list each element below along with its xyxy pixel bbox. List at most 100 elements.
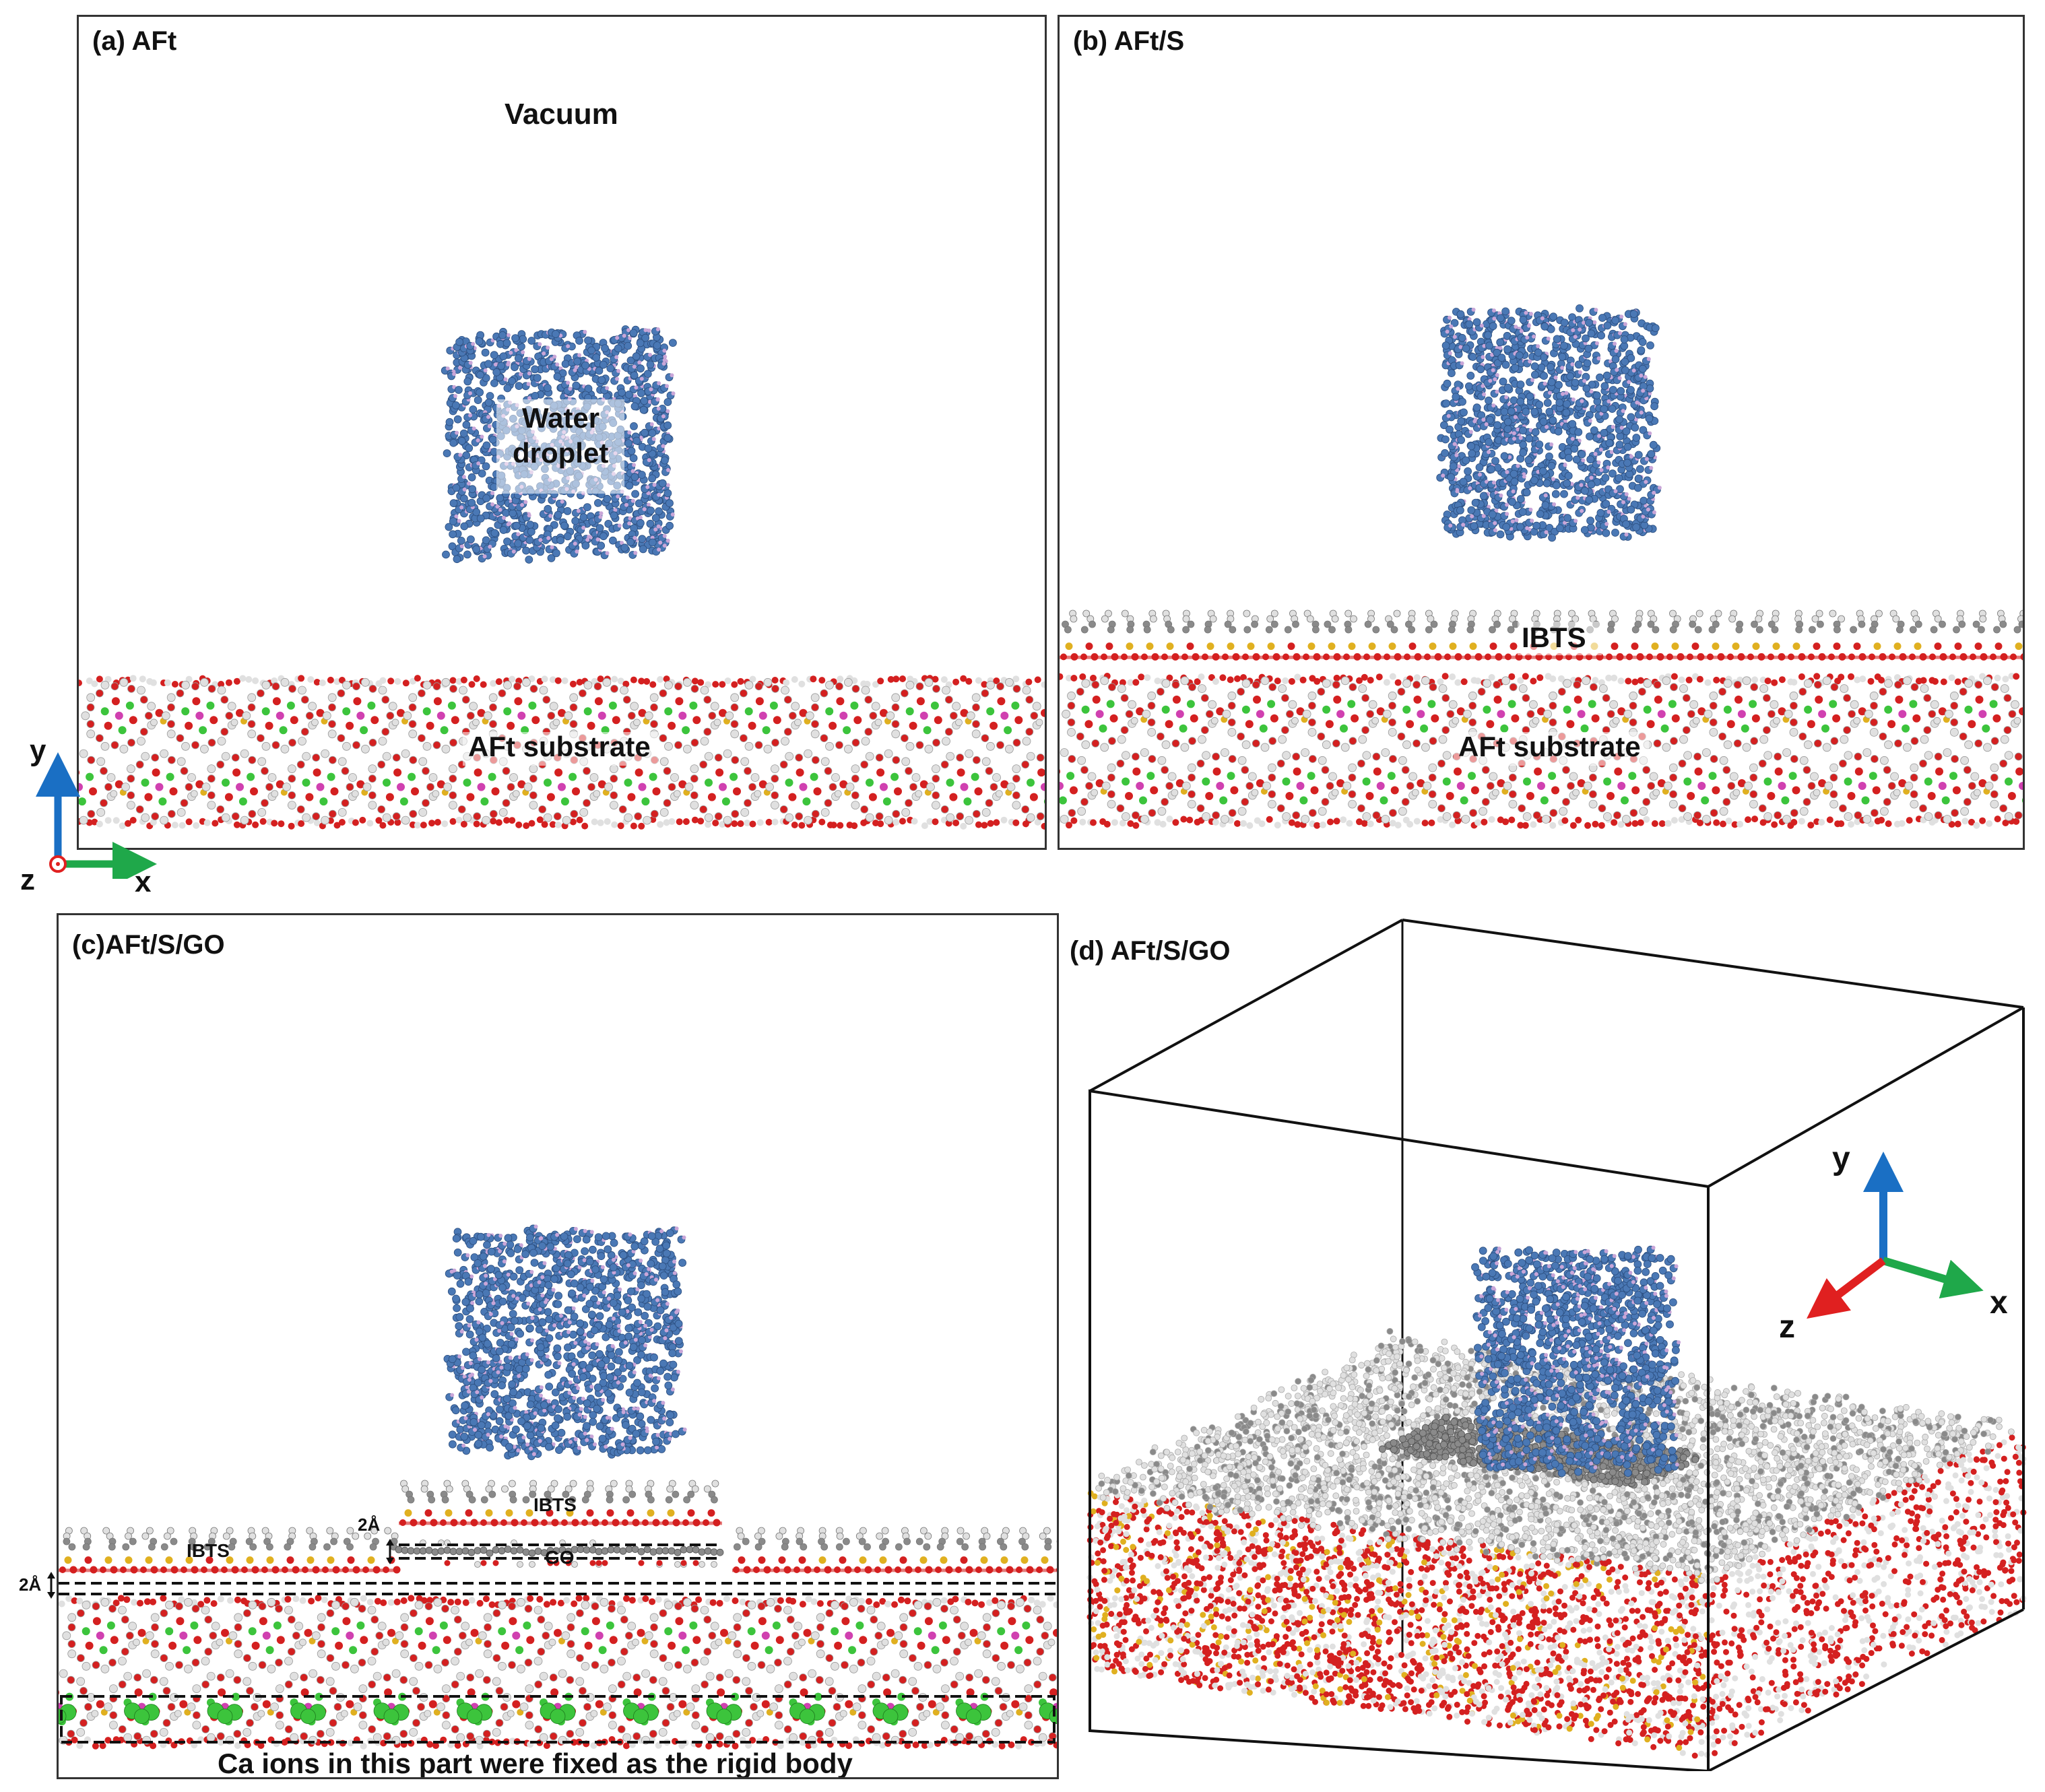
water-h-atom <box>472 426 476 431</box>
water-atom <box>1518 508 1527 517</box>
ring-atom <box>377 760 386 769</box>
ring-atom <box>924 677 934 687</box>
water-h-atom <box>1553 375 1558 380</box>
ring-atom <box>449 738 457 747</box>
water-h-atom <box>1641 515 1646 519</box>
substrate-edge-atom <box>657 821 664 828</box>
substrate-edge-atom <box>1394 822 1402 829</box>
ring-atom <box>714 812 723 821</box>
ring-atom <box>820 689 829 698</box>
ring-atom <box>216 805 225 814</box>
water-h-atom <box>552 354 557 359</box>
water-atom <box>630 402 639 411</box>
ring-atom <box>1252 680 1260 689</box>
ring-atom <box>220 727 229 736</box>
ring-atom <box>892 756 901 764</box>
spoke-atom <box>353 697 362 706</box>
ring-atom <box>312 754 321 762</box>
ibts-tail-atom <box>1448 626 1456 634</box>
spoke-atom <box>689 701 698 710</box>
water-atom <box>1524 456 1533 465</box>
ring-atom <box>1188 737 1196 745</box>
spoke-atom <box>272 697 281 706</box>
water-atom <box>1466 372 1475 380</box>
water-h-atom <box>1448 523 1453 528</box>
ring-atom <box>417 689 426 698</box>
ring-atom <box>851 801 860 809</box>
spoke-atom <box>894 787 902 796</box>
ring-atom <box>966 711 975 721</box>
ring-atom <box>328 720 336 729</box>
water-h-atom <box>625 495 630 500</box>
ibts-head-atom <box>1267 642 1275 651</box>
ring-atom <box>811 809 820 818</box>
ibts-head-atom <box>1307 642 1316 651</box>
ring-atom <box>542 696 551 704</box>
ring-atom <box>106 773 116 782</box>
substrate-edge-atom <box>960 822 967 830</box>
water-atom <box>624 341 632 350</box>
water-h-atom <box>1498 345 1503 350</box>
substrate-edge-atom <box>375 817 383 824</box>
filler-atom <box>919 780 928 789</box>
substrate-edge-atom <box>1320 821 1326 828</box>
ibts-tail-atom <box>1266 615 1274 623</box>
spoke-atom <box>1660 724 1669 733</box>
ring-atom <box>730 729 740 739</box>
water-atom <box>1580 526 1589 534</box>
ring-atom <box>643 816 651 825</box>
ring-atom <box>137 686 145 695</box>
substrate-edge-atom <box>1406 821 1414 828</box>
ring-atom <box>744 741 754 751</box>
spoke-atom <box>152 768 160 777</box>
water-atom <box>1636 465 1644 473</box>
ring-atom <box>1421 743 1430 752</box>
water-atom <box>484 360 492 368</box>
ring-atom <box>167 720 175 729</box>
substrate-edge-atom <box>657 675 664 683</box>
water-atom <box>599 360 608 369</box>
water-h-atom <box>1617 376 1622 380</box>
spoke-atom <box>232 768 241 777</box>
ibts-head-atom <box>1368 642 1376 651</box>
substrate-edge-atom <box>1333 674 1340 682</box>
water-h-atom <box>1544 530 1549 535</box>
water-h-atom <box>487 424 492 428</box>
ring-atom <box>985 766 994 775</box>
substrate-edge-atom <box>1878 816 1885 824</box>
ibts-tail-atom <box>1631 626 1640 634</box>
water-h-atom <box>651 437 656 441</box>
water-h-atom <box>620 541 624 545</box>
ring-atom <box>547 711 556 720</box>
ring-atom <box>529 684 538 693</box>
water-atom <box>661 456 669 465</box>
ring-atom <box>298 686 306 695</box>
substrate-edge-atom <box>791 676 798 683</box>
water-atom <box>1572 455 1581 464</box>
substrate-edge-atom <box>1790 679 1798 686</box>
water-atom <box>527 337 536 345</box>
filler-atom <box>678 780 687 789</box>
ring-atom <box>1368 700 1377 709</box>
ibts-tail-atom <box>1507 626 1515 634</box>
ring-atom <box>151 754 160 762</box>
ring-atom <box>513 682 521 691</box>
ibts-head-atom <box>1732 642 1740 651</box>
ibts-head-atom <box>1772 642 1780 651</box>
water-h-atom <box>1493 377 1497 382</box>
ibts-tail-atom <box>1126 626 1134 634</box>
substrate-edge-atom <box>887 675 895 683</box>
spoke-atom <box>1259 724 1268 733</box>
water-atom <box>481 348 490 357</box>
ring-atom <box>422 680 432 690</box>
spoke-atom <box>652 787 661 796</box>
ring-atom <box>659 808 669 817</box>
water-h-atom <box>666 483 670 488</box>
water-h-atom <box>1467 317 1472 321</box>
water-atom <box>1543 479 1551 488</box>
water-atom <box>1525 434 1534 443</box>
substrate-label: AFt substrate <box>468 731 651 762</box>
water-h-atom <box>1468 430 1473 434</box>
water-atom <box>1611 529 1619 537</box>
ring-atom <box>302 752 311 761</box>
